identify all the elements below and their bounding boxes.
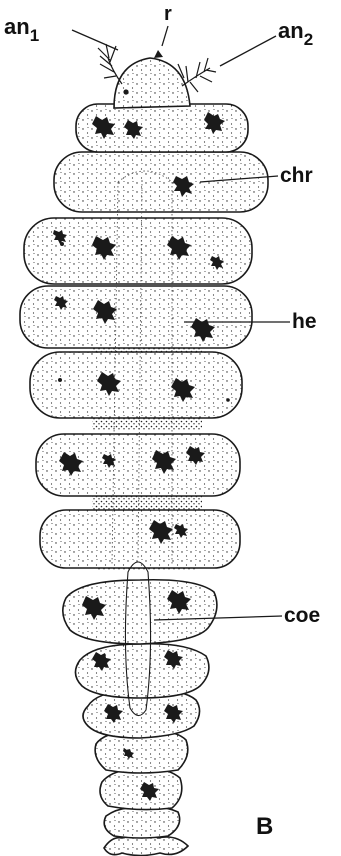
label-chr: chr [280,164,313,187]
tail-segments [63,580,217,856]
panel-letter: B [256,813,273,840]
label-he: he [292,310,317,333]
rostrum-tip [154,50,163,58]
label-an2: an2 [278,18,313,49]
label-coe: coe [284,604,320,627]
head [114,50,190,108]
label-an1: an1 [4,14,39,45]
antenna-1 [98,44,122,84]
label-r: r [164,3,172,25]
